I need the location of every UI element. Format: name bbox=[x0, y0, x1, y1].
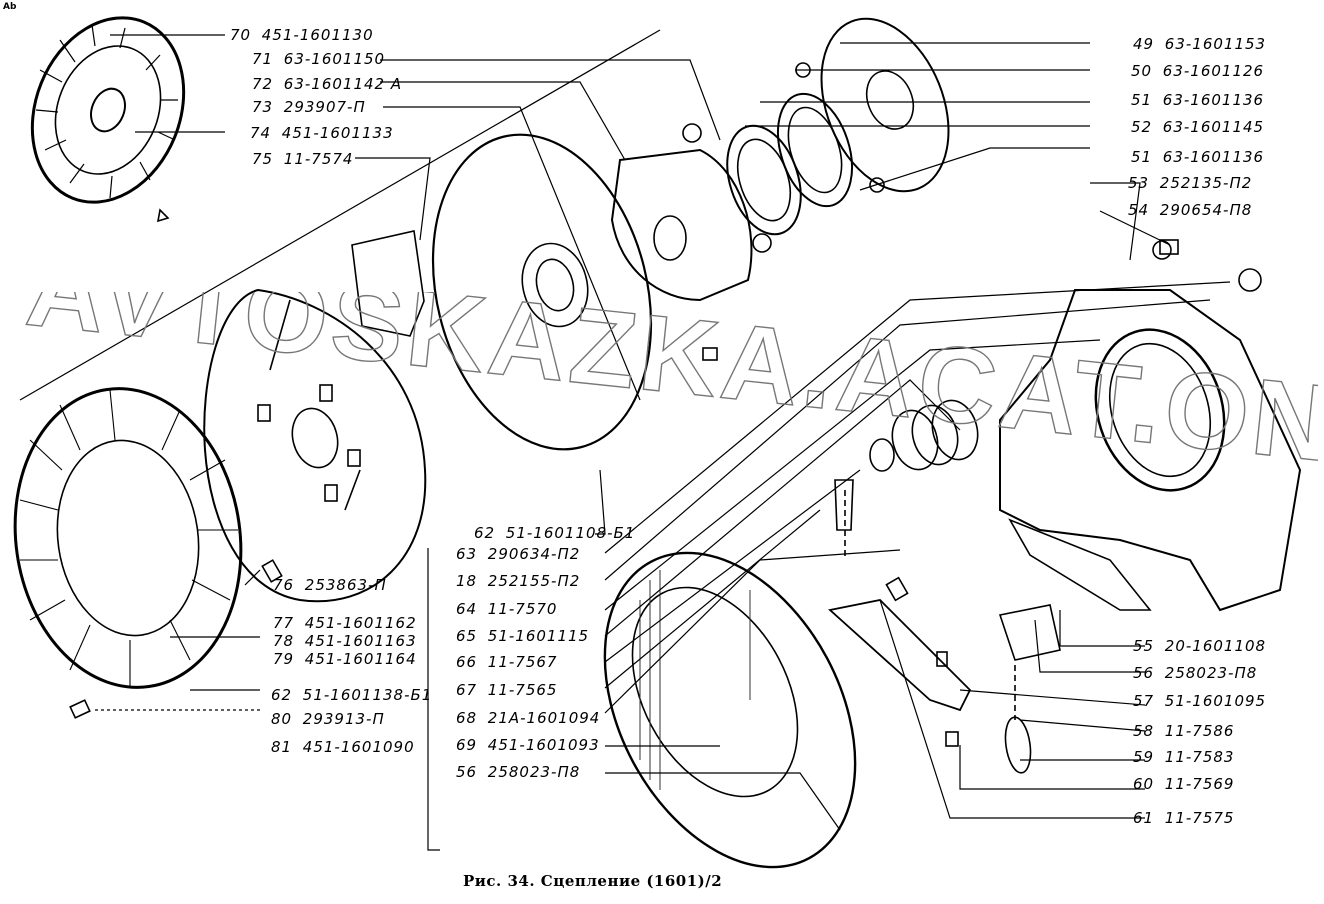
corner-mark: Ab bbox=[3, 2, 17, 12]
callout-label: 68 21A-1601094 bbox=[456, 709, 601, 727]
callout-label: 52 63-1601145 bbox=[1131, 118, 1265, 136]
release-fork bbox=[1008, 518, 1152, 611]
callout-label: 70 451-1601130 bbox=[230, 26, 374, 44]
callout-label: 67 11-7565 bbox=[456, 681, 558, 699]
callout-label: 50 63-1601126 bbox=[1131, 62, 1265, 80]
pressure-spring bbox=[869, 399, 979, 472]
callout-label: 51 63-1601136 bbox=[1131, 148, 1265, 166]
release-lever-assembly bbox=[828, 479, 1061, 774]
callout-label: 55 20-1601108 bbox=[1133, 637, 1267, 655]
clutch-cover bbox=[603, 551, 857, 869]
callout-label: 54 290654-П8 bbox=[1128, 201, 1253, 219]
callout-label: 53 252135-П2 bbox=[1128, 174, 1253, 192]
callout-label: 61 11-7575 bbox=[1133, 809, 1235, 827]
callout-label: 75 11-7574 bbox=[252, 150, 354, 168]
callout-label: 57 51-1601095 bbox=[1133, 692, 1267, 710]
callout-label: 56 258023-П8 bbox=[456, 763, 581, 781]
callout-label: 78 451-1601163 bbox=[273, 632, 417, 650]
callout-label: 64 11-7570 bbox=[456, 600, 558, 618]
callout-label: 76 253863-П bbox=[273, 576, 387, 594]
callout-label: 49 63-1601153 bbox=[1133, 35, 1267, 53]
callout-label: 72 63-1601142 A bbox=[252, 75, 403, 93]
callout-label: 73 293907-П bbox=[252, 98, 366, 116]
callout-label: 71 63-1601150 bbox=[252, 50, 386, 68]
callout-label: 65 51-1601115 bbox=[456, 627, 590, 645]
callout-label: 66 11-7567 bbox=[456, 653, 558, 671]
callout-label: 77 451-1601162 bbox=[273, 614, 417, 632]
callout-label: 69 451-1601093 bbox=[456, 736, 600, 754]
callout-label: 58 11-7586 bbox=[1133, 722, 1235, 740]
hub-plate bbox=[610, 123, 772, 302]
leader-lines bbox=[19, 29, 1231, 851]
callout-label: 80 293913-П bbox=[271, 710, 385, 728]
bell-housing bbox=[999, 240, 1302, 612]
callout-label: 51 63-1601136 bbox=[1131, 91, 1265, 109]
callout-label: 74 451-1601133 bbox=[250, 124, 394, 142]
friction-lining-disc bbox=[13, 387, 243, 689]
driven-disc bbox=[203, 288, 427, 603]
callout-label: 56 258023-П8 bbox=[1133, 664, 1258, 682]
callout-label: 81 451-1601090 bbox=[271, 738, 415, 756]
callout-label: 60 11-7569 bbox=[1133, 775, 1235, 793]
callout-label: 62 51-1601138-Б1 bbox=[271, 686, 433, 704]
callout-label: 79 451-1601164 bbox=[273, 650, 417, 668]
pressure-plate bbox=[431, 133, 653, 451]
callout-label: 59 11-7583 bbox=[1133, 748, 1235, 766]
callout-label: 63 290634-П2 bbox=[456, 545, 581, 563]
figure-caption: Рис. 34. Сцепление (1601)/2 bbox=[463, 872, 723, 890]
callout-label: 62 51-1601108-Б1 bbox=[474, 524, 636, 542]
damper-plate bbox=[351, 230, 425, 337]
callout-label: 18 252155-П2 bbox=[456, 572, 581, 590]
damper-washers bbox=[726, 17, 950, 236]
clutch-disc-assembly bbox=[30, 16, 186, 223]
pins-and-bolts bbox=[69, 239, 1179, 747]
